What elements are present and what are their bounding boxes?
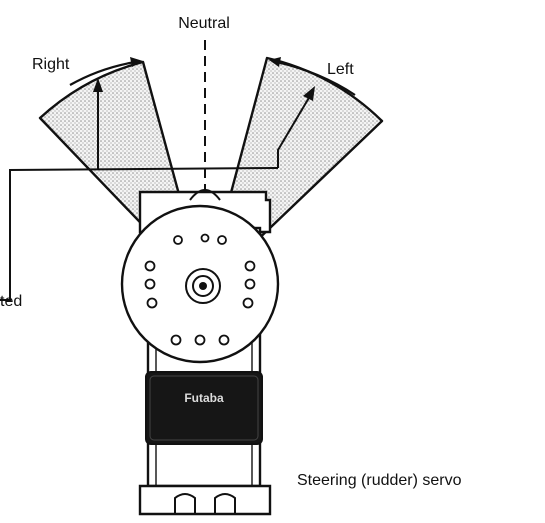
left-label: Left	[327, 61, 354, 78]
servo-bottom-flange	[138, 484, 272, 516]
servo-output-wheel	[120, 204, 280, 364]
adjusted-label-partial: ted	[0, 293, 22, 310]
servo-brand-text: Futaba	[184, 391, 224, 405]
adjusted-throw-indicator	[0, 78, 315, 301]
right-direction-arrow	[69, 57, 143, 86]
servo-label-plate	[145, 371, 263, 445]
right-label: Right	[32, 56, 70, 73]
wheel-holes	[144, 233, 256, 346]
left-direction-arrow	[269, 57, 356, 96]
neutral-label: Neutral	[178, 15, 230, 32]
servo-caption: Steering (rudder) servo	[297, 472, 462, 489]
